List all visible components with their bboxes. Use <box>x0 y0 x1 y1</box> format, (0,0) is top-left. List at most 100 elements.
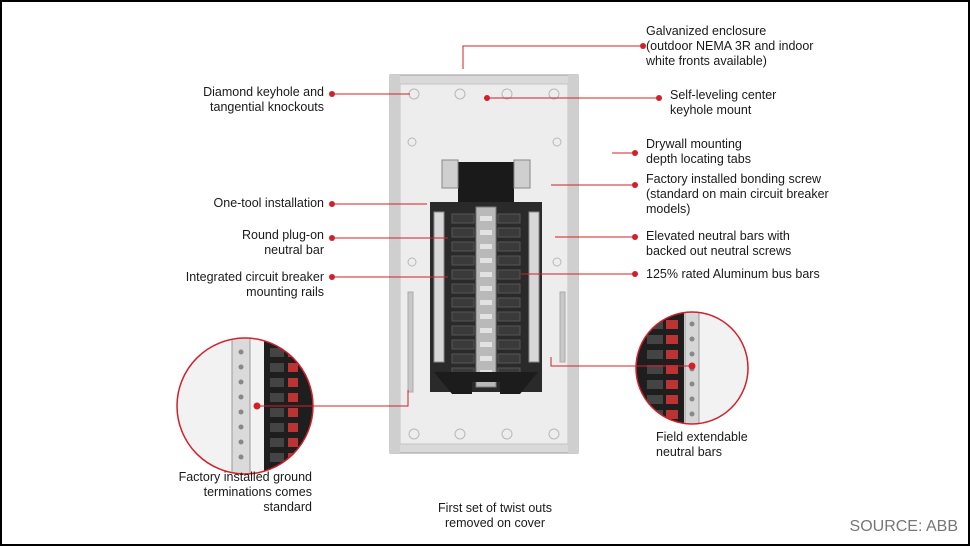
callout-galvanized-enclosure: Galvanized enclosure (outdoor NEMA 3R an… <box>646 24 814 68</box>
breaker-slot <box>451 283 475 294</box>
breaker-slot <box>497 297 521 308</box>
breaker-handle <box>270 408 284 417</box>
ground-screw <box>238 364 244 370</box>
neutral-screw <box>689 396 695 402</box>
breaker-slot <box>497 311 521 322</box>
ground-screw <box>238 424 244 430</box>
breaker-slot <box>497 255 521 266</box>
callout-diamond-keyhole: Diamond keyhole and tangential knockouts <box>203 85 324 114</box>
breaker-slot <box>451 339 475 350</box>
breaker-handle <box>647 395 663 404</box>
main-lug-right <box>513 159 531 189</box>
breaker-indicator <box>666 320 678 329</box>
breaker-indicator <box>288 423 298 432</box>
right-ground-strip <box>559 291 566 363</box>
callout-mounting-rails: Integrated circuit breaker mounting rail… <box>185 270 324 299</box>
right-neutral-bar <box>528 211 540 363</box>
breaker-indicator <box>288 363 298 372</box>
leader-lines <box>257 45 692 407</box>
bus-stab <box>480 286 492 291</box>
breaker-indicator <box>288 393 298 402</box>
breaker-slot <box>451 213 475 224</box>
breaker-slot <box>497 339 521 350</box>
ground-screw <box>238 439 244 445</box>
bus-stab <box>480 230 492 235</box>
breaker-slot <box>497 227 521 238</box>
breaker-slot <box>451 241 475 252</box>
bus-stab <box>480 356 492 361</box>
ground-screw <box>238 394 244 400</box>
main-lug-left <box>441 159 459 189</box>
breaker-handle <box>270 453 284 462</box>
ground-screw <box>238 409 244 415</box>
callout-twist-outs: First set of twist outs removed on cover <box>438 501 552 530</box>
bus-stab <box>480 258 492 263</box>
enclosure-left-wall <box>390 75 400 453</box>
left-neutral-bar <box>433 211 445 363</box>
breaker-indicator <box>666 410 678 419</box>
breaker-handle <box>270 378 284 387</box>
breaker-indicator <box>288 408 298 417</box>
breaker-slot <box>497 241 521 252</box>
breaker-indicator <box>666 380 678 389</box>
breaker-handle <box>270 348 284 357</box>
breaker-slot <box>497 269 521 280</box>
callout-keyhole-mount: Self-leveling center keyhole mount <box>670 88 777 117</box>
callout-elevated-neutral: Elevated neutral bars with backed out ne… <box>646 229 792 258</box>
breaker-indicator <box>288 348 298 357</box>
breaker-handle <box>647 350 663 359</box>
ground-screw <box>238 379 244 385</box>
mounting-rail-feet <box>434 372 538 394</box>
ground-screw <box>238 349 244 355</box>
callout-drywall-tabs: Drywall mounting depth locating tabs <box>646 137 751 166</box>
breaker-slot <box>451 255 475 266</box>
source-credit: SOURCE: ABB <box>849 518 958 535</box>
breaker-slot <box>497 213 521 224</box>
ground-screw <box>238 454 244 460</box>
callout-field-extendable: Field extendable neutral bars <box>656 430 748 459</box>
bus-stab <box>480 216 492 221</box>
neutral-screw <box>689 336 695 342</box>
callout-aluminum-bus: 125% rated Aluminum bus bars <box>646 267 820 281</box>
breaker-indicator <box>288 378 298 387</box>
breaker-slot <box>451 325 475 336</box>
field-extendable-inset-ring <box>635 311 749 425</box>
breaker-slot <box>451 227 475 238</box>
callout-dots <box>253 43 696 410</box>
breaker-slot <box>497 283 521 294</box>
breaker-handle <box>270 423 284 432</box>
breaker-slot <box>497 353 521 364</box>
breaker-indicator <box>288 438 298 447</box>
breaker-handle <box>647 365 663 374</box>
callout-round-neutral: Round plug-on neutral bar <box>241 228 324 257</box>
breaker-handle <box>270 438 284 447</box>
callout-one-tool: One-tool installation <box>213 196 324 210</box>
breaker-slot <box>451 297 475 308</box>
breaker-handle <box>647 380 663 389</box>
bus-stab <box>480 300 492 305</box>
field-extendable-inset <box>636 312 748 424</box>
breaker-handle <box>270 393 284 402</box>
bus-stab <box>480 328 492 333</box>
callout-bonding-screw: Factory installed bonding screw (standar… <box>646 172 829 216</box>
bus-stab <box>480 272 492 277</box>
breaker-indicator <box>666 335 678 344</box>
left-ground-strip <box>407 291 414 393</box>
callout-ground-terminations: Factory installed ground terminations co… <box>178 470 312 514</box>
breaker-indicator <box>666 350 678 359</box>
main-breaker-block <box>458 162 514 202</box>
enclosure-right-wall <box>568 75 578 453</box>
breaker-slot <box>451 311 475 322</box>
neutral-screw <box>689 321 695 327</box>
neutral-screw <box>689 381 695 387</box>
breaker-indicator <box>666 395 678 404</box>
breaker-handle <box>270 363 284 372</box>
breaker-indicator <box>666 365 678 374</box>
bus-stab <box>480 342 492 347</box>
neutral-screw <box>689 411 695 417</box>
bus-stab <box>480 314 492 319</box>
neutral-screw <box>689 351 695 357</box>
bus-stab <box>480 244 492 249</box>
